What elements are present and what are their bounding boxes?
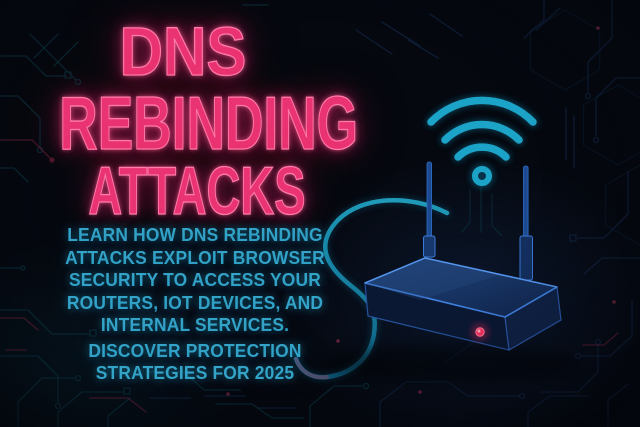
subtitle-line: LEARN HOW DNS REBINDING [67,224,323,245]
poster-title: DNS REBINDING ATTACKS [0,13,388,229]
poster-subtitle: LEARN HOW DNS REBINDING ATTACKS EXPLOIT … [14,224,377,385]
subtitle-line: STRATEGIES FOR 2025 [95,362,295,383]
title-line-1: DNS [119,13,247,90]
subtitle-line: SECURITY TO ACCESS YOUR [68,269,322,290]
subtitle-line: INTERNAL SERVICES. [100,314,290,335]
title-line-3: ATTACKS [88,153,306,229]
title-line-2: REBINDING [59,81,359,165]
subtitle-line: ROUTERS, IOT DEVICES, AND [66,291,324,313]
subtitle-line: DISCOVER PROTECTION [88,339,302,361]
subtitle-line: ATTACKS EXPLOIT BROWSER [65,246,325,268]
